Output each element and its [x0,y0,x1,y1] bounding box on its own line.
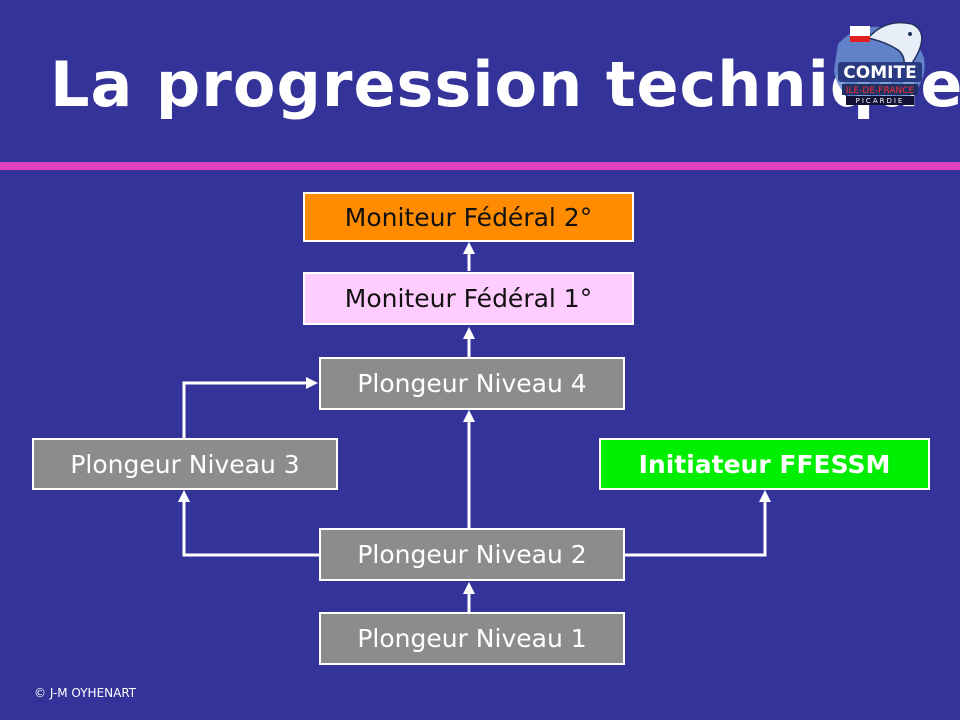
arrow-n3-n4 [182,381,308,438]
node-plongeur-niveau-1: Plongeur Niveau 1 [319,612,625,665]
arrowhead-n2 [463,582,475,594]
node-moniteur-federal-1: Moniteur Fédéral 1° [303,272,634,325]
header-divider [0,162,960,170]
dolphin-logo-icon: COMITE ILE-DE-FRANCE PICARDIE [834,21,925,106]
node-plongeur-niveau-2: Plongeur Niveau 2 [319,528,625,581]
arrowhead-initiateur [759,490,771,502]
arrowhead-n4-left [306,377,318,389]
arrow-n2-n3 [182,500,320,557]
arrowhead-n4-bottom [463,410,475,422]
arrow-n2-initiateur [624,500,767,557]
arrowhead-mf1 [463,327,475,339]
node-moniteur-federal-2: Moniteur Fédéral 2° [303,192,634,242]
node-plongeur-niveau-4: Plongeur Niveau 4 [319,357,625,410]
logo-text-main: COMITE [843,63,916,83]
node-plongeur-niveau-3: Plongeur Niveau 3 [32,438,338,490]
logo-text-sub: PICARDIE [856,97,905,105]
copyright-notice: © J-M OYHENART [34,686,137,700]
logo-text-region: ILE-DE-FRANCE [846,86,915,96]
arrowhead-mf2 [463,242,475,254]
page-title: La progression technique [50,48,960,121]
node-initiateur-ffessm: Initiateur FFESSM [599,438,930,490]
arrowhead-n3 [178,490,190,502]
